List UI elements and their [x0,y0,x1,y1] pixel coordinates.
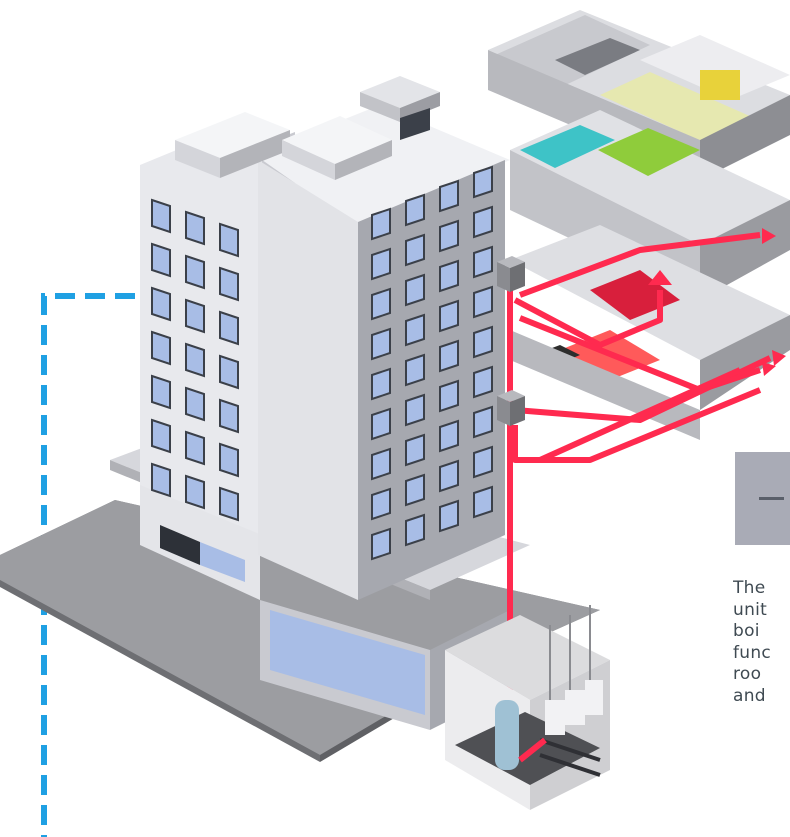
window [151,198,171,234]
window [405,273,425,307]
step-badge [735,452,790,545]
window [219,486,239,522]
window [473,205,493,239]
window [151,374,171,410]
window [371,287,391,321]
window [473,485,493,519]
window [219,266,239,302]
caption-line-6: and [733,685,766,706]
window [371,327,391,361]
window [439,339,459,373]
window [185,298,205,334]
windows-left-wing [151,198,239,522]
heat-interface-unit-icon [497,256,525,426]
window [151,286,171,322]
window [473,405,493,439]
window [185,474,205,510]
window [473,325,493,359]
pipe-arrowheads [648,228,786,376]
window [405,393,425,427]
boiler-room-icon [445,605,610,810]
window [405,513,425,547]
window [219,310,239,346]
window [371,207,391,241]
window [151,418,171,454]
window [439,419,459,453]
window [439,259,459,293]
network-connection-line [41,293,135,837]
windows-main-tower [371,165,493,561]
window [371,527,391,561]
window [371,447,391,481]
window [219,442,239,478]
building-main-tower [255,105,510,600]
window [473,365,493,399]
caption-line-1: The [733,578,766,598]
window [439,499,459,533]
window [219,354,239,390]
window [405,313,425,347]
window [185,386,205,422]
window [185,254,205,290]
window [185,210,205,246]
window [371,487,391,521]
window [439,379,459,413]
window [439,459,459,493]
window [439,299,459,333]
window [405,193,425,227]
caption-line-3: boi [733,621,760,641]
window [151,462,171,498]
window [219,398,239,434]
window [473,245,493,279]
window [371,367,391,401]
window [473,285,493,319]
badge-mark [759,497,784,500]
window [405,473,425,507]
caption-line-4: func [733,642,772,663]
caption-line-2: unit [733,599,768,620]
window [371,407,391,441]
building-roof [175,76,440,180]
window [151,242,171,278]
heating-pipes [507,232,772,780]
window [439,219,459,253]
window [439,179,459,213]
window [473,445,493,479]
window [473,165,493,199]
window [405,233,425,267]
caption-line-5: roo [733,664,762,684]
window [151,330,171,366]
window [405,433,425,467]
window [405,353,425,387]
window [371,247,391,281]
window [219,222,239,258]
window [185,342,205,378]
window [185,430,205,466]
diagram-caption: The unit boi func roo and [733,578,790,707]
